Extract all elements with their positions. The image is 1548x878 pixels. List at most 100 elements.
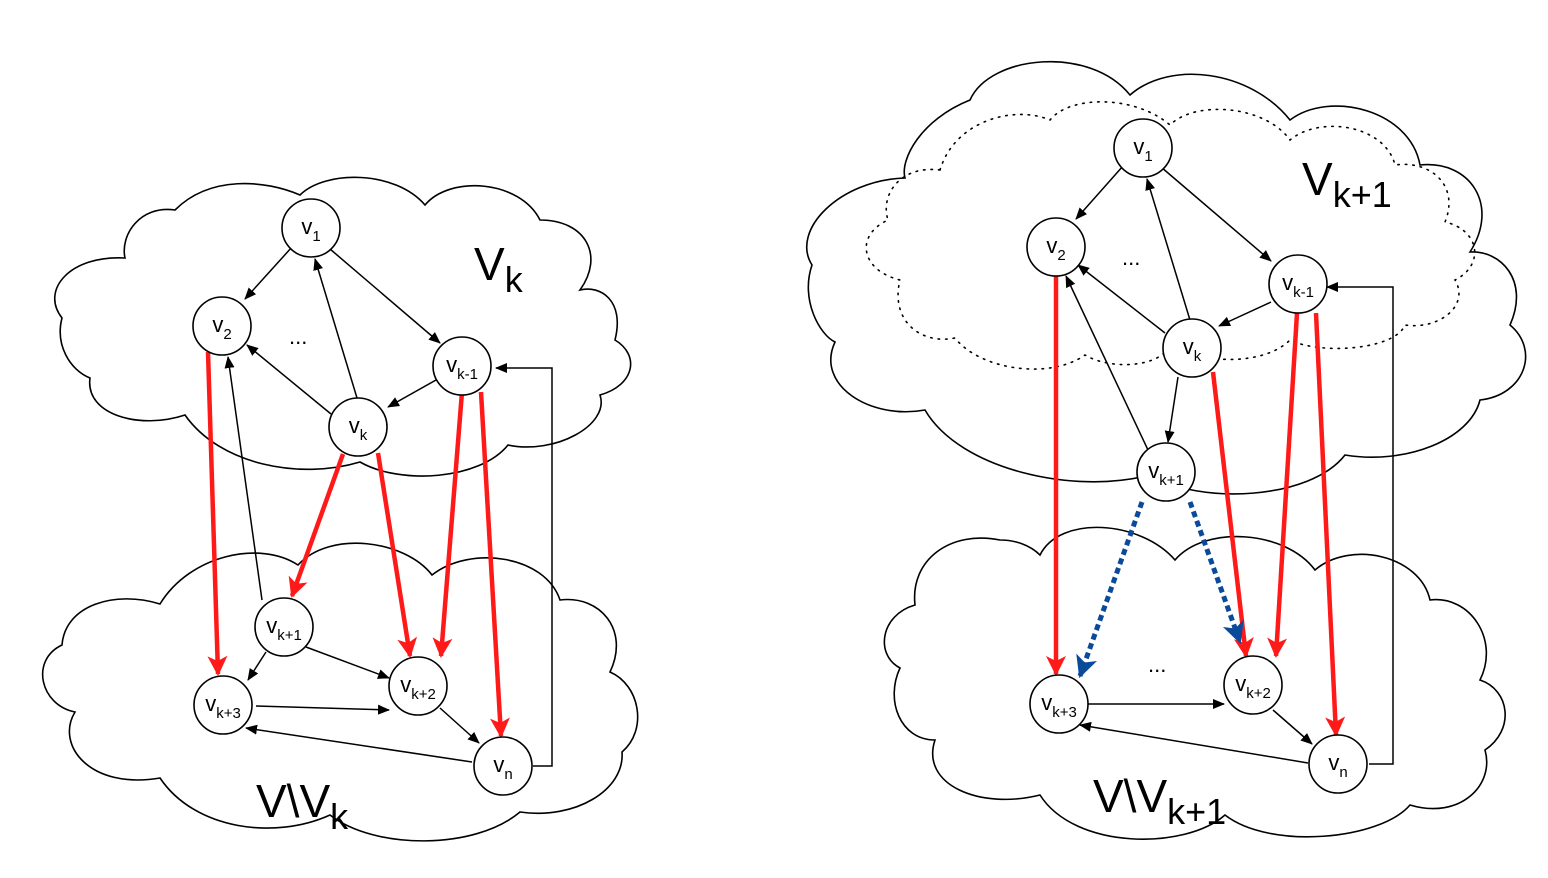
node-sub: n [504, 766, 512, 783]
node-sub: k [1194, 348, 1202, 365]
edge-vk-v1 [1145, 178, 1191, 321]
node-right-v1: v1 [1113, 118, 1173, 178]
edge-vk2-vn [1272, 709, 1313, 745]
edge-v1-vkm1 [1160, 166, 1272, 262]
svg-text:v2: v2 [212, 312, 231, 343]
svg-text:vn: vn [1328, 750, 1347, 781]
node-right-vk2: vk+2 [1223, 655, 1283, 715]
node-sub: 1 [312, 228, 320, 245]
node-right-vk1: vk+1 [1136, 442, 1196, 502]
node-sub: 2 [223, 326, 231, 343]
node-left-vk2: vk+2 [388, 656, 448, 716]
node-main: v [1183, 334, 1194, 359]
node-sub: 2 [1057, 247, 1065, 264]
node-right-vk: vk [1162, 318, 1222, 378]
right-top-region-label: Vk+1 [1302, 153, 1392, 215]
edge-red-vkm1-vk2 [1267, 312, 1300, 658]
svg-text:v1: v1 [301, 214, 320, 245]
right-top-region [806, 60, 1527, 495]
node-sub: k-1 [457, 366, 478, 383]
node-sub: k+3 [1052, 704, 1077, 721]
node-main: v [1328, 750, 1339, 775]
right-inner-region [865, 101, 1476, 370]
node-left-vk3: vk+3 [193, 675, 253, 735]
edge-vk1-v2 [1065, 275, 1149, 451]
svg-text:v1: v1 [1133, 134, 1152, 165]
node-right-v2: v2 [1026, 217, 1086, 277]
edge-vn-vk3 [1079, 721, 1309, 764]
edge-vn-vkm1 [495, 363, 553, 767]
node-sub: k [360, 427, 368, 444]
edge-red-vk-vk2 [375, 452, 418, 658]
node-left-vk1: vk+1 [254, 597, 314, 657]
edge-vk1-v2 [224, 356, 263, 601]
left-top-region [54, 176, 632, 477]
svg-text:vk: vk [1183, 334, 1202, 365]
node-left-vkm1: vk-1 [432, 336, 492, 396]
svg-text:vk+3: vk+3 [1041, 690, 1077, 721]
node-main: v [266, 613, 277, 638]
right-graph: v1 v2 vk-1 vk vk+1 vk+2 vk+3 vn [806, 60, 1527, 840]
svg-text:vk-1: vk-1 [446, 352, 478, 383]
edge-red-vkm1-vk2 [432, 391, 465, 658]
svg-text:vk+2: vk+2 [1235, 671, 1271, 702]
node-main: v [400, 672, 411, 697]
svg-text:vk-1: vk-1 [1282, 270, 1314, 301]
edge-blue-vk1-vk3 [1076, 501, 1145, 679]
edge-v1-vkm1 [329, 248, 441, 344]
edge-vkm1-vk [387, 379, 437, 408]
edge-vkm1-vk [1218, 301, 1272, 327]
svg-text:vk: vk [349, 413, 368, 444]
svg-text:v2: v2 [1046, 233, 1065, 264]
edge-vk1-vk2 [305, 646, 390, 679]
svg-text:vk+1: vk+1 [1148, 458, 1184, 489]
right-bottom-region-label: V\Vk+1 [1093, 770, 1226, 832]
node-sub: k-1 [1293, 284, 1314, 301]
node-sub: n [1339, 764, 1347, 781]
left-bottom-region-label: V\Vk [256, 775, 349, 837]
edge-red-vk-vk2 [1210, 371, 1254, 658]
node-right-vn: vn [1308, 734, 1368, 794]
node-main: v [493, 752, 504, 777]
edge-vn-vk3 [245, 724, 473, 763]
right-ellipsis-bottom: ... [1148, 652, 1166, 677]
edge-vk2-vn [439, 707, 480, 744]
edge-red-vk-vk1 [288, 453, 346, 598]
svg-text:vk+2: vk+2 [400, 672, 436, 703]
edge-vk3-vk2 [255, 704, 390, 715]
node-main: v [446, 352, 457, 377]
node-right-vkm1: vk-1 [1268, 254, 1328, 314]
node-main: v [1235, 671, 1246, 696]
left-top-region-label: Vk [474, 238, 524, 300]
node-left-vk: vk [328, 397, 388, 457]
edge-red-vkm1-vn [1313, 312, 1346, 737]
edge-vk-v1 [313, 258, 358, 399]
edge-vk-v2 [1077, 264, 1166, 334]
node-sub: k+3 [216, 705, 241, 722]
node-main: v [1046, 233, 1057, 258]
node-left-v2: v2 [192, 296, 252, 356]
node-sub: k+2 [1246, 685, 1271, 702]
left-graph: v1 v2 vk-1 vk vk+1 vk+2 vk+3 vn [42, 176, 639, 842]
node-left-v1: v1 [281, 198, 341, 258]
node-main: v [301, 214, 312, 239]
svg-text:vk+3: vk+3 [205, 691, 241, 722]
edge-v1-v2 [1075, 165, 1124, 220]
edge-v1-v2 [244, 246, 293, 300]
node-sub: k+1 [277, 627, 302, 644]
edge-vn-vkm1 [1326, 282, 1394, 765]
node-main: v [1041, 690, 1052, 715]
node-sub: 1 [1144, 148, 1152, 165]
node-main: v [349, 413, 360, 438]
right-ellipsis-top: ... [1122, 245, 1140, 270]
edge-blue-vk1-vk2 [1187, 501, 1244, 645]
edge-vk1-vk3 [247, 651, 267, 681]
node-right-vk3: vk+3 [1029, 674, 1089, 734]
node-sub: k+2 [411, 686, 436, 703]
edge-vk-vk1 [1164, 376, 1179, 443]
node-main: v [1148, 458, 1159, 483]
node-main: v [1133, 134, 1144, 159]
node-main: v [212, 312, 223, 337]
edge-vk-v2 [246, 344, 332, 415]
